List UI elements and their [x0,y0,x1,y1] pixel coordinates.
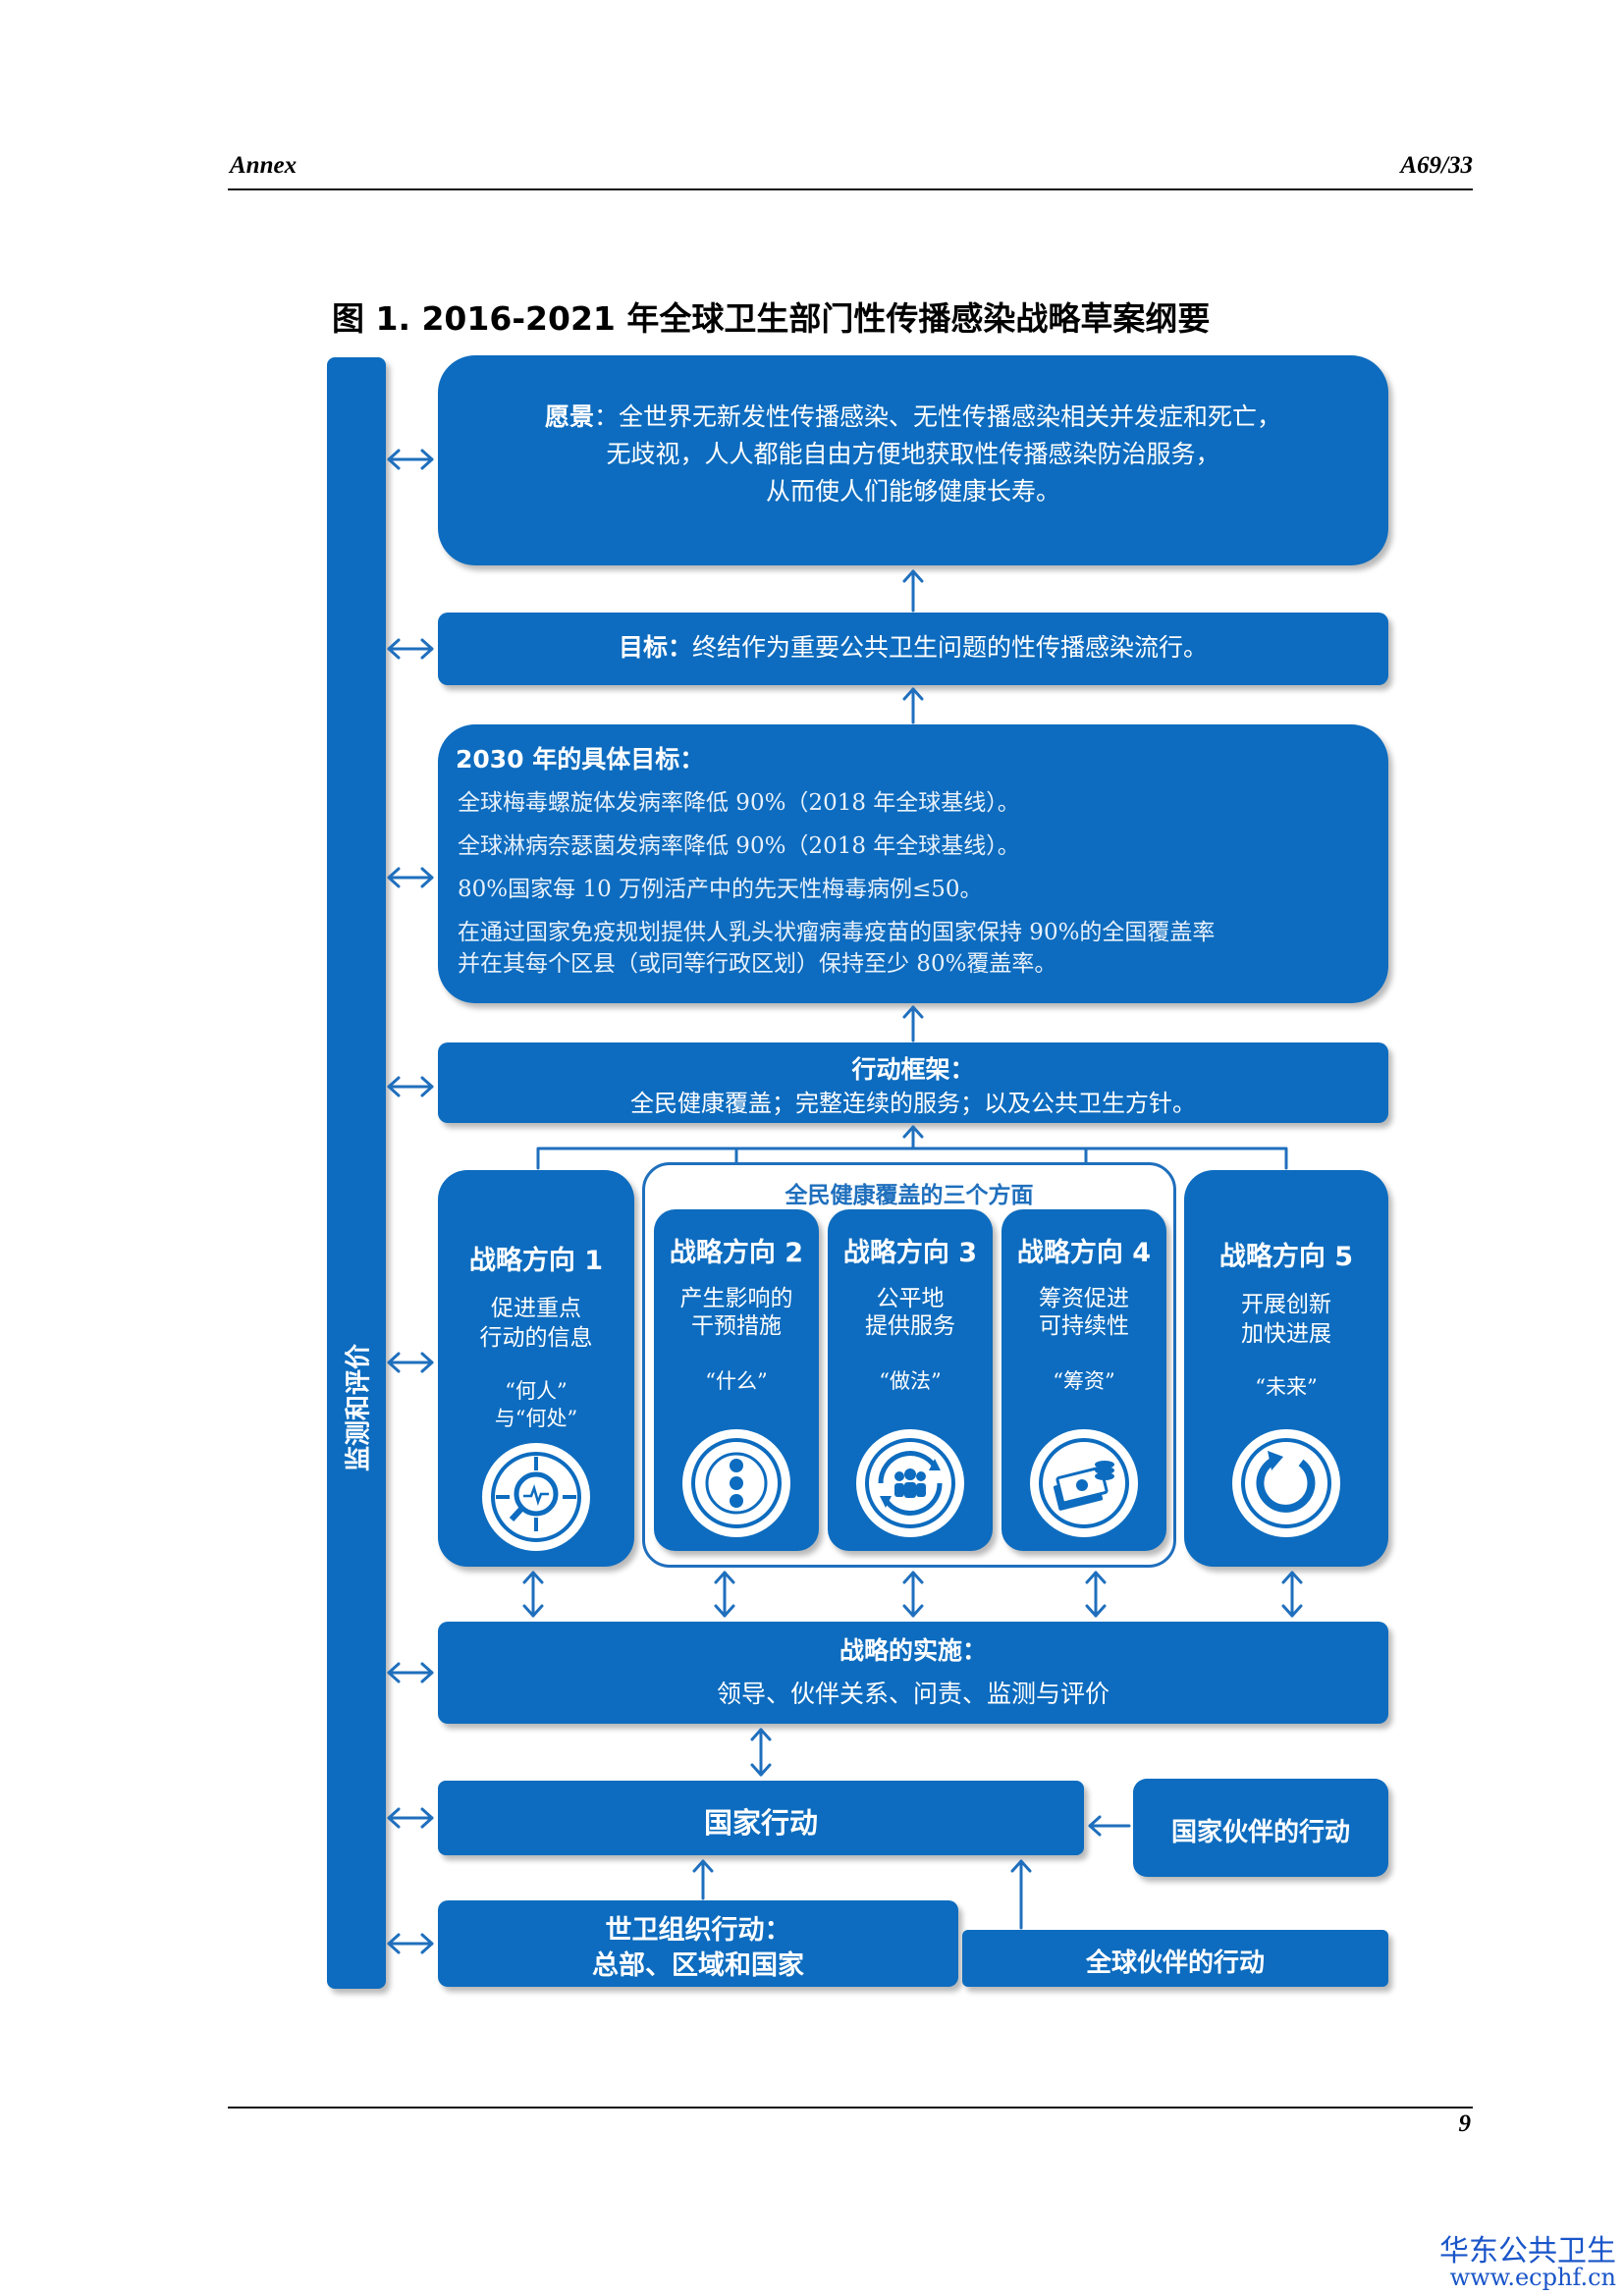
vdouble-arrow-sd5 [1281,1571,1303,1618]
arrow-targets-to-goal [902,687,924,724]
global-partners-box: 全球伙伴的行动 [962,1930,1388,1987]
double-arrow-framework [387,1076,434,1097]
vision-line-2: 无歧视，人人都能自由方便地获取性传播感染防治服务， [606,440,1220,468]
goal-label: 目标： [618,633,692,662]
double-arrow-who [387,1933,434,1954]
vision-line-3: 从而使人们能够健康长寿。 [765,477,1060,506]
strategic-direction-2: 战略方向 2 产生影响的 干预措施 “什么” [654,1209,819,1551]
page-number: 9 [1458,2110,1472,2137]
sd5-title: 战略方向 5 [1218,1242,1354,1272]
arrow-goal-to-vision [902,569,924,613]
sd1-q-2: 与“何处” [494,1407,578,1430]
who-action-line-1: 世卫组织行动： [605,1915,791,1946]
header-rule [228,188,1473,190]
implementation-title: 战略的实施： [839,1636,987,1665]
implementation-box: 战略的实施： 领导、伙伴关系、问责、监测与评价 [438,1622,1388,1724]
sd2-sub-1: 产生影响的 [679,1286,793,1311]
framework-text: 全民健康覆盖；完整连续的服务；以及公共卫生方针。 [630,1090,1196,1117]
strategic-direction-4: 战略方向 4 筹资促进 可持续性 “筹资” [1001,1209,1166,1551]
strategic-direction-5: 战略方向 5 开展创新 加快进展 “未来” [1184,1170,1388,1567]
sd2-q-1: “什么” [705,1369,768,1393]
target-item-2: 全球淋病奈瑟菌发病率降低 90%（2018 年全球基线）。 [458,833,1020,859]
sd2-title: 战略方向 2 [669,1238,804,1268]
sd4-title: 战略方向 4 [1016,1238,1152,1268]
target-item-1: 全球梅毒螺旋体发病率降低 90%（2018 年全球基线）。 [458,790,1020,816]
goal-box: 目标：终结作为重要公共卫生问题的性传播感染流行。 [438,613,1388,685]
arrow-global-partners-to-national [1010,1859,1032,1930]
vdouble-arrow-sd3 [902,1571,924,1618]
double-arrow-implementation [387,1662,434,1683]
strategic-direction-3: 战略方向 3 公平地 提供服务 “做法” [828,1209,993,1551]
sd5-sub-1: 开展创新 [1241,1292,1331,1317]
sd4-sub-2: 可持续性 [1039,1313,1129,1339]
country-partners-box: 国家伙伴的行动 [1133,1779,1388,1877]
sd3-title: 战略方向 3 [842,1238,978,1268]
monitoring-evaluation-label: 监测和评价 [344,1343,374,1472]
vdouble-arrow-sd4 [1085,1571,1107,1618]
sd2-sub-2: 干预措施 [691,1313,782,1339]
vision-line-1: ：全世界无新发性传播感染、无性传播感染相关并发症和死亡， [594,402,1282,431]
vision-box: 愿景：全世界无新发性传播感染、无性传播感染相关并发症和死亡， 无歧视，人人都能自… [438,355,1388,565]
vdouble-arrow-implementation-national [750,1728,772,1777]
footer-rule [228,2107,1473,2109]
three-dots-icon [682,1429,790,1537]
arrow-who-to-national [692,1859,714,1900]
monitoring-evaluation-bar: 监测和评价 [327,357,386,1989]
sd3-sub-1: 公平地 [876,1286,945,1311]
target-item-5: 并在其每个区县（或同等行政区划）保持至少 80%覆盖率。 [458,951,1057,977]
double-arrow-goal [387,638,434,660]
refresh-arrow-icon [1232,1429,1340,1537]
who-action-line-2: 总部、区域和国家 [592,1950,804,1981]
figure-title: 图 1. 2016-2021 年全球卫生部门性传播感染战略草案纲要 [332,299,1211,338]
watermark-name: 华东公共卫生 [1439,2234,1616,2269]
national-action-label: 国家行动 [703,1806,818,1840]
global-partners-label: 全球伙伴的行动 [1085,1949,1265,1978]
double-arrow-national [387,1807,434,1829]
sd5-sub-2: 加快进展 [1241,1321,1331,1347]
strategic-direction-1: 战略方向 1 促进重点 行动的信息 “何人” 与“何处” [438,1170,634,1567]
sd3-sub-2: 提供服务 [865,1313,955,1339]
double-arrow-directions [387,1352,434,1373]
money-icon [1030,1429,1138,1537]
targets-box: 2030 年的具体目标： 全球梅毒螺旋体发病率降低 90%（2018 年全球基线… [438,724,1388,1003]
header-right: A69/33 [1400,152,1473,179]
goal-text: 终结作为重要公共卫生问题的性传播感染流行。 [692,633,1209,662]
sd1-sub-1: 促进重点 [491,1296,581,1321]
sd1-title: 战略方向 1 [468,1246,604,1276]
sd4-q-1: “筹资” [1053,1369,1115,1393]
double-arrow-vision [387,449,434,470]
framework-title: 行动框架： [851,1055,975,1084]
targets-title: 2030 年的具体目标： [456,745,705,774]
sd3-q-1: “做法” [879,1369,942,1393]
vdouble-arrow-sd1 [522,1571,544,1618]
vision-label: 愿景 [544,402,594,431]
arrow-framework-to-targets [902,1005,924,1042]
magnifier-target-icon [482,1443,590,1551]
arrow-country-partners-to-national [1088,1815,1131,1837]
watermark-url: www.ecphf.cn [1449,2264,1616,2291]
framework-box: 行动框架： 全民健康覆盖；完整连续的服务；以及公共卫生方针。 [438,1042,1388,1123]
sd1-sub-2: 行动的信息 [479,1325,593,1351]
double-arrow-targets [387,867,434,888]
uhc-group-label: 全民健康覆盖的三个方面 [785,1183,1034,1208]
people-cycle-icon [856,1429,964,1537]
sd5-q-1: “未来” [1255,1375,1318,1399]
sd4-sub-1: 筹资促进 [1039,1286,1129,1311]
who-action-box: 世卫组织行动： 总部、区域和国家 [438,1900,958,1987]
target-item-3: 80%国家每 10 万例活产中的先天性梅毒病例≤50。 [458,877,983,902]
country-partners-label: 国家伙伴的行动 [1170,1818,1350,1847]
target-item-4: 在通过国家免疫规划提供人乳头状瘤病毒疫苗的国家保持 90%的全国覆盖率 [458,920,1216,945]
header-left: Annex [230,152,298,179]
implementation-text: 领导、伙伴关系、问责、监测与评价 [716,1680,1110,1708]
vdouble-arrow-sd2 [714,1571,735,1618]
sd1-q-1: “何人” [505,1379,568,1403]
national-action-box: 国家行动 [438,1781,1084,1855]
